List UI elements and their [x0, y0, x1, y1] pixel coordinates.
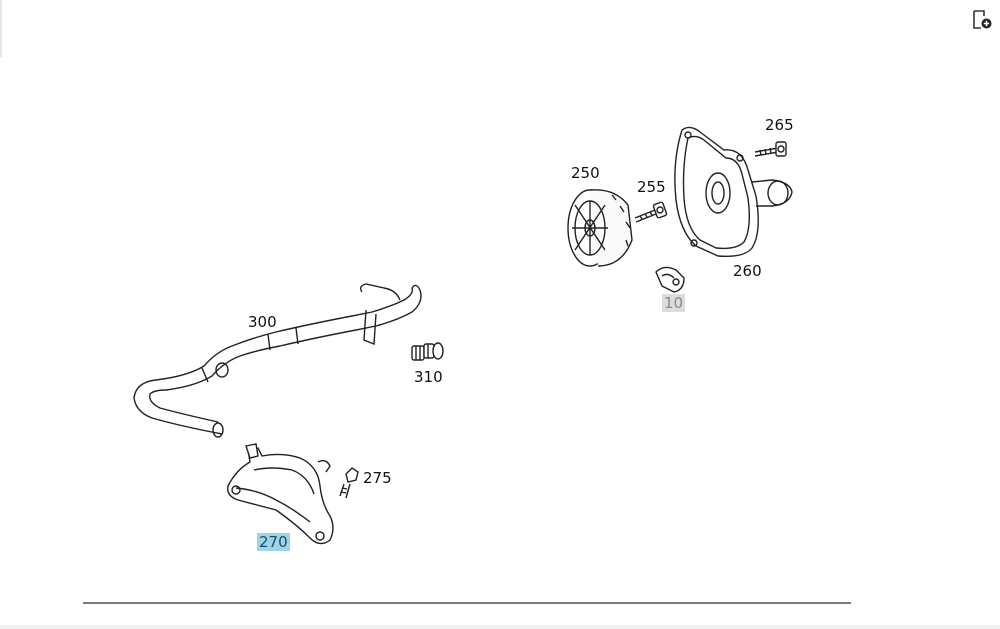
page-add-icon [973, 10, 992, 29]
part-275-bolt[interactable] [339, 467, 359, 499]
bottom-edge-strip [0, 625, 1000, 629]
page-add-button[interactable] [970, 8, 994, 32]
part-300-hose[interactable] [133, 283, 422, 438]
left-edge-strip [0, 0, 2, 57]
part-255-bolt[interactable] [634, 201, 668, 223]
callout-10[interactable]: 10 [662, 294, 686, 312]
callout-255[interactable]: 255 [637, 178, 666, 196]
callout-270-selected[interactable]: 270 [257, 533, 290, 551]
callout-265[interactable]: 265 [765, 116, 794, 134]
callout-250[interactable]: 250 [571, 164, 600, 182]
callout-275[interactable]: 275 [363, 469, 392, 487]
part-260-housing[interactable] [674, 126, 793, 258]
callout-300[interactable]: 300 [248, 313, 277, 331]
part-250-fan-wheel[interactable] [567, 189, 633, 267]
callout-260[interactable]: 260 [733, 262, 762, 280]
part-10-clip[interactable] [655, 266, 685, 293]
diagram-divider [83, 602, 851, 604]
part-310-fitting[interactable] [411, 342, 444, 361]
callout-310[interactable]: 310 [414, 368, 443, 386]
part-265-bolt[interactable] [754, 141, 787, 157]
part-270-cover[interactable] [227, 443, 334, 545]
